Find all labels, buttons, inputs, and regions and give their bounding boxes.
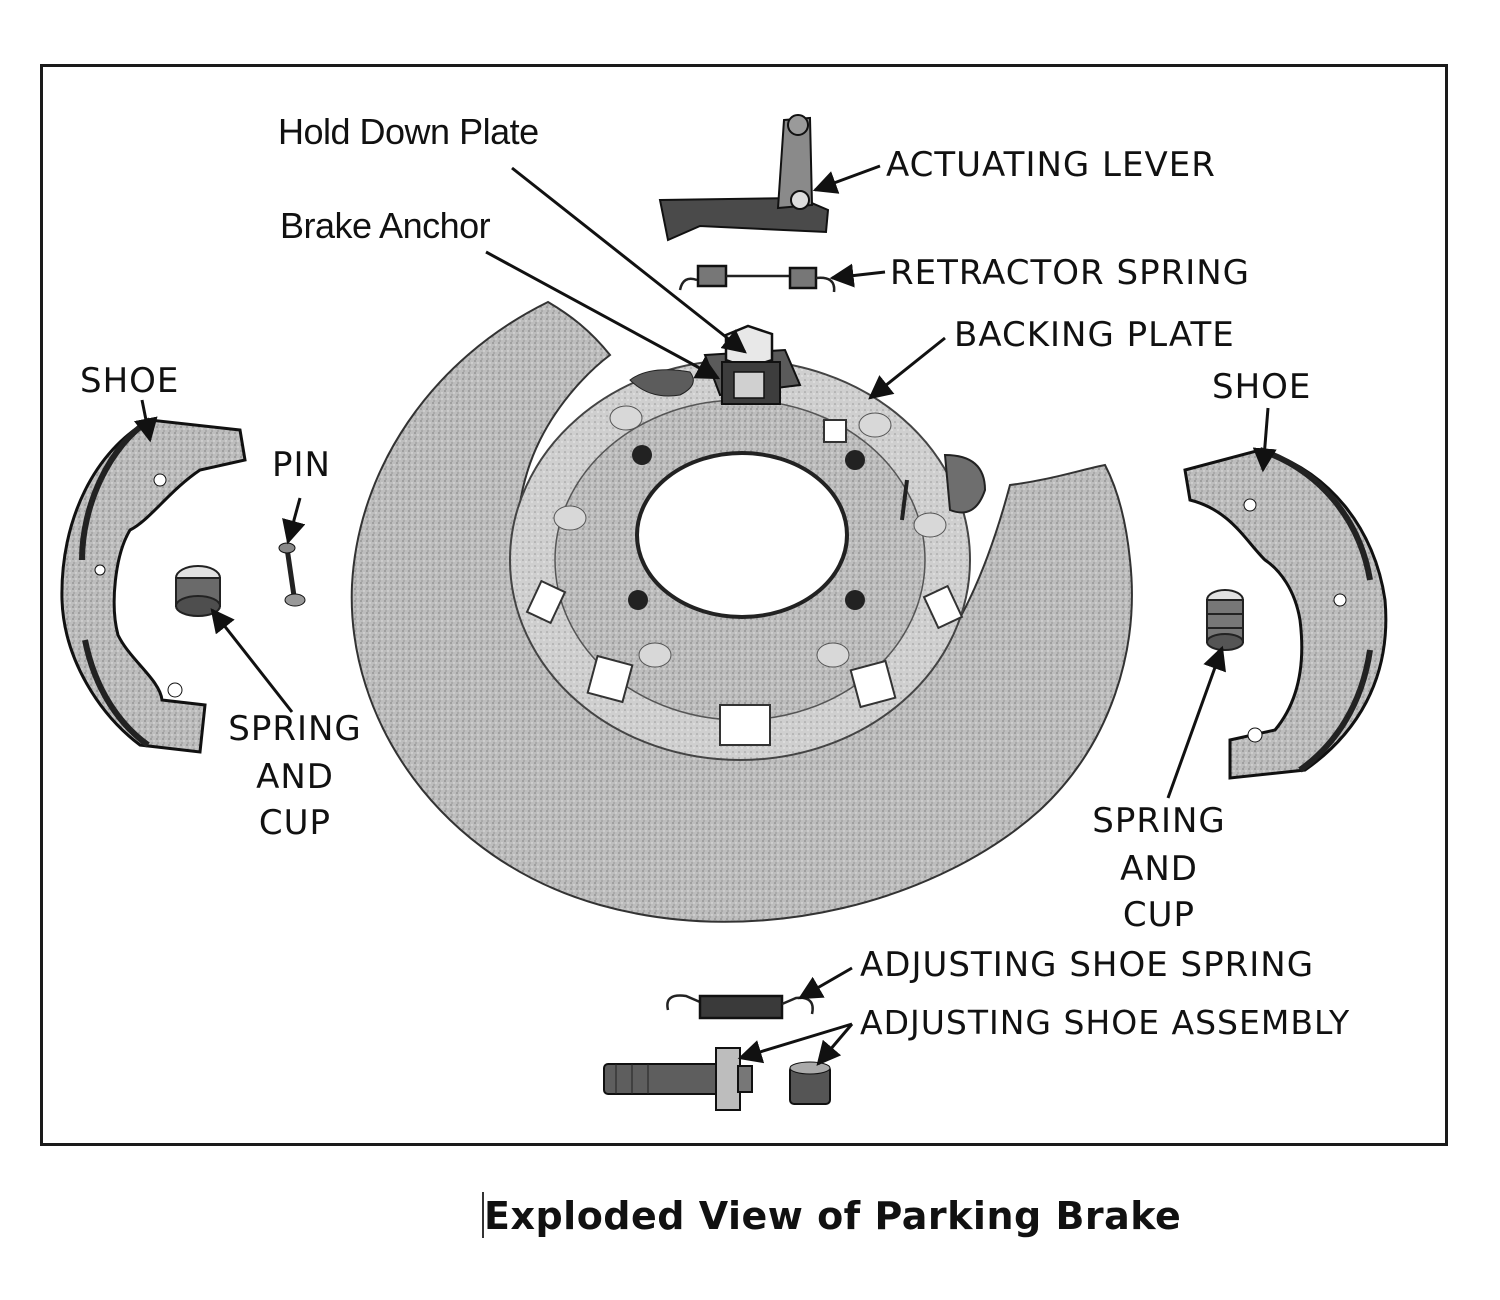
adjusting-shoe-assembly <box>603 1047 831 1111</box>
backing-plate <box>350 300 1133 923</box>
leader-lines <box>133 164 1277 1066</box>
leader-actuating-lever <box>812 164 881 194</box>
label-actuating-lever: ACTUATING LEVER <box>886 145 1216 185</box>
pin <box>278 542 306 607</box>
leader-hold-down-plate <box>511 166 747 354</box>
label-retractor-spring: RETRACTOR SPRING <box>890 253 1251 293</box>
leader-backing-plate <box>868 336 946 400</box>
leader-pin <box>282 497 306 545</box>
figure-frame <box>40 64 1448 1146</box>
label-spring-left-line2: AND <box>256 757 334 797</box>
leader-spring-cup-left <box>210 608 294 713</box>
label-shoe-left: SHOE <box>80 361 180 401</box>
leader-adjusting-shoe-spring <box>797 966 853 1000</box>
label-adjusting-shoe-assembly: ADJUSTING SHOE ASSEMBLY <box>860 1003 1351 1042</box>
figure-caption: Exploded View of Parking Brake <box>484 1194 1182 1238</box>
leader-spring-cup-right <box>1166 645 1226 799</box>
leader-shoe-left <box>133 399 158 443</box>
label-spring-right-line2: AND <box>1120 849 1198 889</box>
right-spring-and-cup <box>1206 589 1244 651</box>
left-spring-and-cup <box>175 565 221 617</box>
caption-rule <box>482 1192 484 1238</box>
leader-retractor-spring <box>829 263 886 288</box>
adjusting-shoe-spring <box>666 994 814 1020</box>
label-spring-left-line3: CUP <box>258 803 332 843</box>
label-pin: PIN <box>272 445 331 485</box>
label-brake-anchor: Brake Anchor <box>280 205 491 246</box>
label-spring-right-line3: CUP <box>1122 895 1196 935</box>
leader-adjusting-assembly-2 <box>816 1023 854 1066</box>
label-adjusting-shoe-spring: ADJUSTING SHOE SPRING <box>860 945 1315 985</box>
leader-shoe-right <box>1252 407 1277 473</box>
label-backing-plate: BACKING PLATE <box>954 315 1235 355</box>
label-spring-right-line1: SPRING <box>1092 801 1226 841</box>
label-shoe-right: SHOE <box>1212 367 1312 407</box>
leader-brake-anchor <box>485 250 721 380</box>
actuating-lever <box>658 114 830 242</box>
label-hold-down-plate: Hold Down Plate <box>278 111 539 152</box>
leader-adjusting-assembly-1 <box>737 1022 853 1064</box>
right-brake-shoe <box>1183 447 1388 780</box>
label-spring-left-line1: SPRING <box>228 709 362 749</box>
retractor-spring <box>678 264 836 293</box>
